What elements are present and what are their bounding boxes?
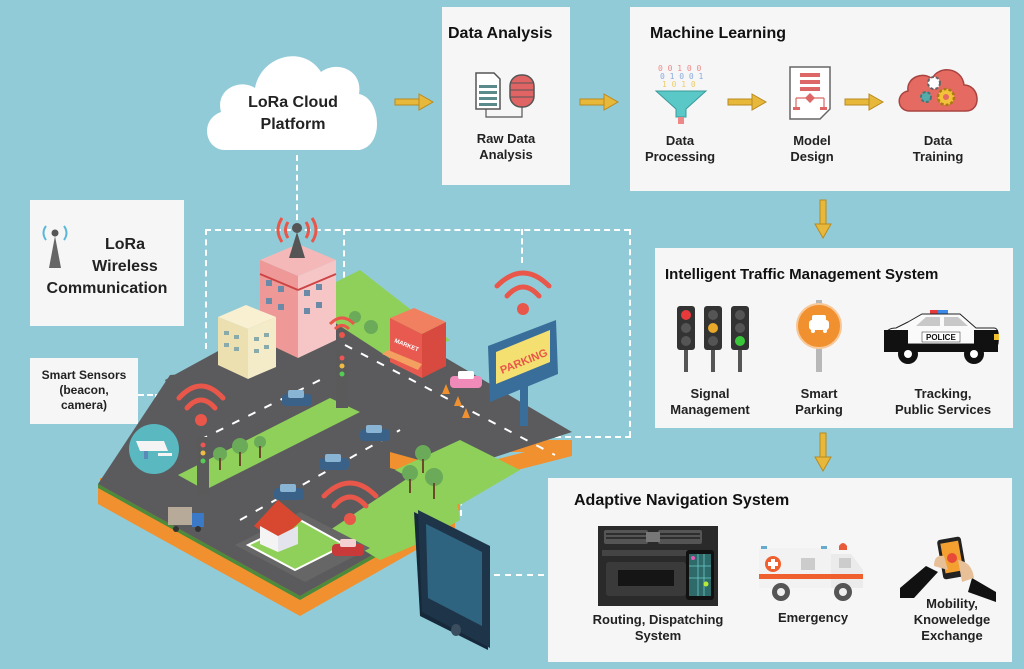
navigation-title: Adaptive Navigation System [574,492,790,509]
traffic-item-label-line2: Public Services [894,402,992,417]
car-dashboard-phone-icon [598,526,718,606]
sensors-line2: (beacon, [59,383,109,397]
wifi-signal-icon [328,316,356,338]
adaptive-navigation-panel: Adaptive Navigation System [548,478,1012,662]
wifi-signal-icon [494,270,552,315]
nav-item-label-line1: Mobility, [926,596,978,611]
raw-data-label-line1: Raw Data [476,131,536,146]
nav-item-label-line2: Knoweledge [913,612,991,627]
connector-phone-nav [494,574,544,576]
data-analysis-panel: Data Analysis Raw Data Analysis [442,7,570,185]
arrow-down-icon [814,199,832,240]
traffic-title: Intelligent Traffic Management System [665,266,939,283]
traffic-cone-icon [442,384,470,418]
apartment-building-icon [218,305,276,379]
lora-line2: Wireless [92,258,158,275]
nav-item-label-line1: Emergency [777,610,849,625]
sensors-line3: camera) [60,398,108,412]
flowchart-document-icon [789,66,831,120]
connector-cloud-down [296,155,298,230]
market-building-icon: MARKET [382,308,446,378]
arrow-down-icon [814,432,832,473]
connector-parking-vertical [521,229,523,263]
tree-cluster-icon [402,445,443,499]
document-database-icon [475,72,535,118]
car-icon [274,484,304,500]
arrow-right-icon [394,93,435,111]
car-icon [332,539,364,556]
machine-learning-title: Machine Learning [650,25,787,42]
traffic-item-label-line1: Smart [800,386,838,401]
lora-wireless-panel: LoRa Wireless Communication [30,200,184,326]
arrow-right-icon [579,93,620,111]
house-icon [254,500,302,552]
traffic-light-post-icon [197,437,209,495]
data-analysis-title: Data Analysis [448,25,553,42]
parking-sign-icon [796,300,842,372]
car-icon [450,371,482,388]
lora-line1: LoRa [105,236,145,253]
lora-line3: Communication [46,280,168,297]
hand-phone-icon [900,536,996,602]
ml-item-label-line2: Design [790,149,834,164]
camera-sensor-icon [129,424,179,474]
svg-text:0 0 1 0 0: 0 0 1 0 0 [658,64,702,73]
antenna-icon [42,225,68,268]
ml-item-label-line1: Data [665,133,695,148]
wifi-signal-icon [176,383,226,426]
traffic-item-label-line2: Management [670,402,750,417]
connector-top-horizontal [205,229,630,231]
ml-item-label-line2: Processing [644,149,716,164]
connector-left-vertical [205,229,207,349]
ml-item-label-line1: Data [923,133,953,148]
nav-item-label-line1: Routing, Dispatching [592,612,724,627]
raw-data-label-line2: Analysis [479,147,533,162]
traffic-item-label-line1: Tracking, [914,386,972,401]
lora-cloud-platform: LoRa Cloud Platform [203,38,383,158]
funnel-icon: 0 0 1 0 0 0 1 0 0 1 1 0 1 0 [654,64,708,124]
tree-cluster-icon [213,436,266,470]
cloud-shape-icon [207,56,378,150]
traffic-item-label-line1: Signal [690,386,730,401]
ml-item-label-line1: Model [793,133,831,148]
nav-item-label-line2: System [634,628,682,643]
truck-icon [168,507,204,532]
cloud-title-line1: LoRa Cloud [248,94,338,111]
arrow-right-icon [844,93,885,111]
sensors-line1: Smart Sensors [41,368,127,382]
police-car-icon: POLICE [884,310,999,364]
traffic-item-label-line2: Parking [795,402,843,417]
wifi-signal-icon [321,480,379,525]
arrow-right-icon [727,93,768,111]
tower-antenna-icon [276,217,318,258]
tablet-device-icon [414,510,490,650]
traffic-management-panel: Intelligent Traffic Management System [655,248,1013,428]
parking-billboard-icon: PARKING [488,320,558,426]
connector-mid-vertical [343,229,345,299]
car-icon [360,425,390,441]
svg-text:1 0 1 0: 1 0 1 0 [662,80,696,89]
cloud-gears-icon [898,69,978,112]
car-icon [282,390,312,406]
nav-item-label-line3: Exchange [921,628,983,643]
car-icon [319,454,349,470]
police-badge: POLICE [926,333,956,342]
smart-sensors-panel: Smart Sensors (beacon, camera) [30,358,138,424]
tree-cluster-icon [349,311,378,334]
cloud-title-line2: Platform [260,116,326,133]
connector-right-vertical [629,229,631,437]
svg-text:0 1 0 0 1: 0 1 0 0 1 [660,72,704,81]
traffic-lights-icon [677,306,749,372]
ml-item-label-line2: Training [912,149,964,164]
ambulance-icon [759,543,863,601]
machine-learning-panel: Machine Learning 0 0 1 0 0 0 1 0 0 1 1 0… [630,7,1010,191]
traffic-light-post-icon [336,350,348,408]
